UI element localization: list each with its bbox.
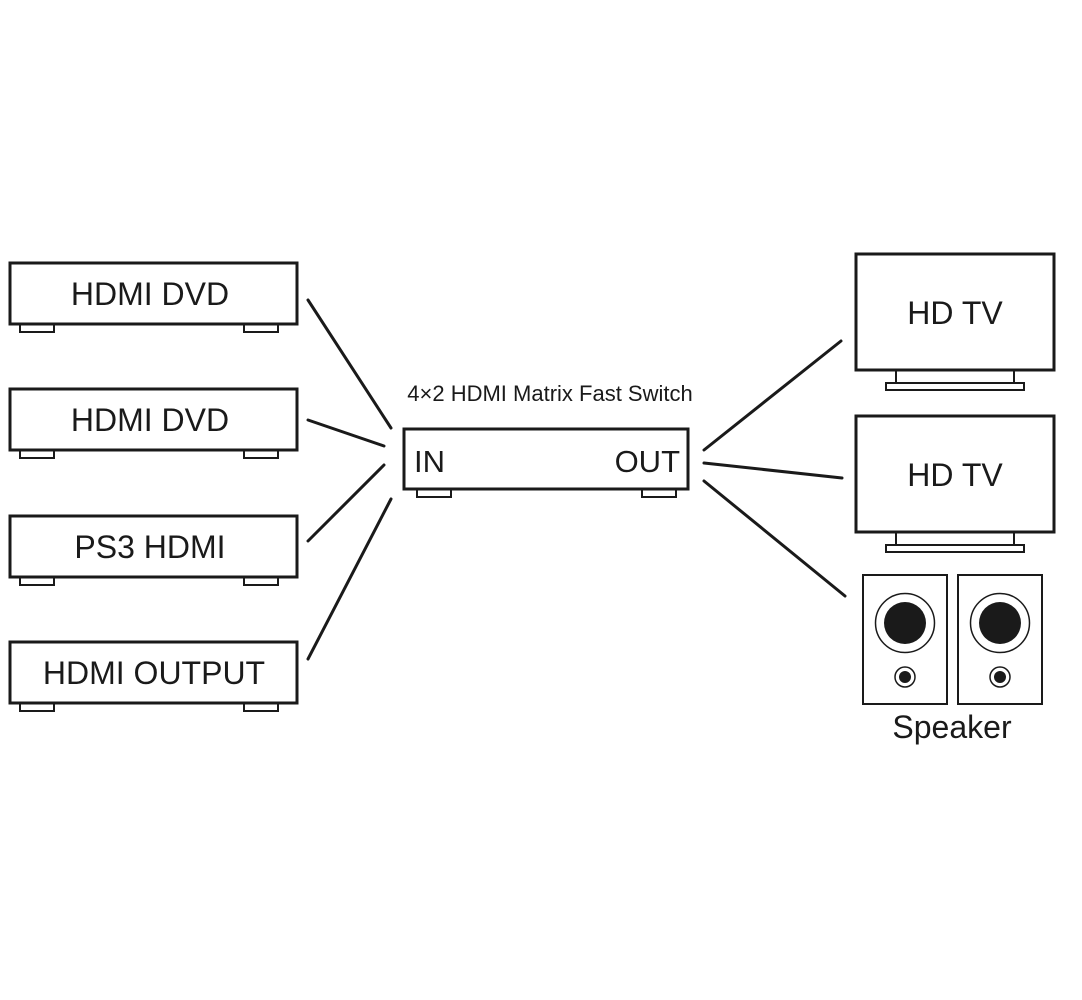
input-cable-1 (306, 298, 393, 430)
output-cable-3 (702, 479, 847, 598)
input-cable-4 (306, 497, 393, 661)
tv-1-label: HD TV (907, 295, 1003, 331)
speaker-left-icon (862, 574, 948, 705)
source-device-3: PS3 HDMI (8, 514, 299, 586)
source-device-2-label: HDMI DVD (71, 402, 229, 438)
tv-2-label: HD TV (907, 457, 1003, 493)
matrix-switch: IN OUT (402, 427, 690, 498)
input-cable-3 (306, 463, 386, 543)
switch-title: 4×2 HDMI Matrix Fast Switch (407, 381, 692, 406)
source-device-3-label: PS3 HDMI (74, 529, 225, 565)
speaker-label: Speaker (892, 709, 1012, 745)
switch-out-label: OUT (615, 444, 681, 479)
source-device-1-label: HDMI DVD (71, 276, 229, 312)
source-device-2: HDMI DVD (8, 387, 299, 459)
tv-2-icon: HD TV (854, 414, 1056, 553)
output-cable-1 (702, 339, 843, 452)
input-cable-2 (306, 418, 386, 448)
output-cable-2 (702, 461, 844, 480)
tv-1-icon: HD TV (854, 252, 1056, 391)
source-device-4-label: HDMI OUTPUT (43, 655, 265, 691)
speaker-right-icon (957, 574, 1043, 705)
source-device-1: HDMI DVD (8, 261, 299, 333)
source-device-4: HDMI OUTPUT (8, 640, 299, 712)
switch-in-label: IN (414, 444, 445, 479)
